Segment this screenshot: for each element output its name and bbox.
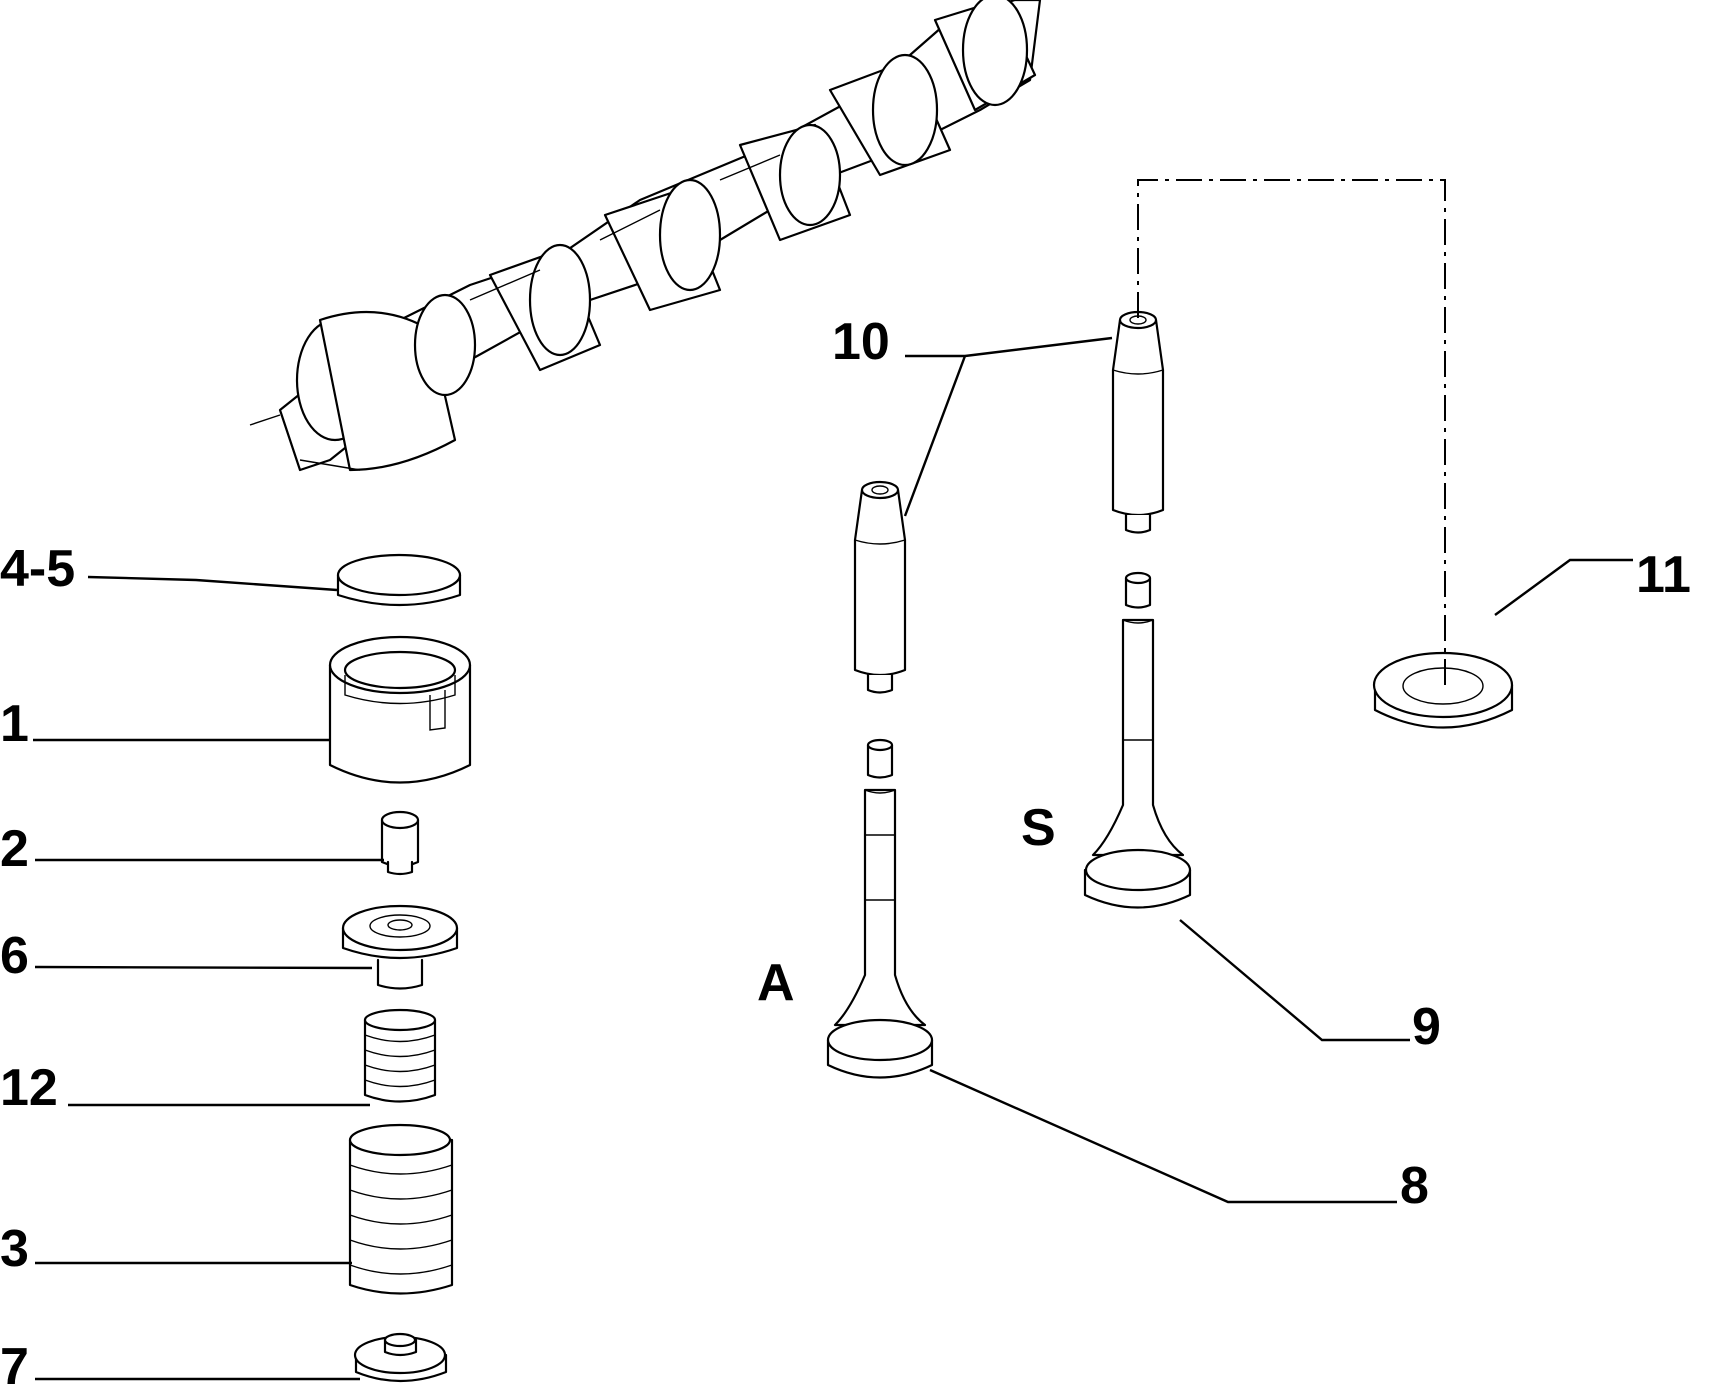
callout-8: 8: [1400, 1157, 1429, 1215]
callout-3: 3: [0, 1220, 29, 1278]
shim-disc: [336, 553, 462, 607]
callout-11: 11: [1636, 546, 1691, 604]
callout-1: 1: [0, 695, 29, 753]
callout-7: 7: [0, 1338, 29, 1396]
label-exhaust-valve: S: [1021, 799, 1056, 857]
leader-lines: [33, 336, 1633, 1381]
spring-retainer: [341, 904, 459, 990]
callout-12: 12: [0, 1059, 58, 1117]
lower-spring-seat: [353, 1332, 448, 1383]
valve-guide-left: [853, 480, 907, 694]
small-adjuster: [380, 810, 420, 876]
camshaft: [249, 0, 1042, 472]
callout-9: 9: [1412, 998, 1441, 1056]
tappet-bucket: [328, 635, 472, 784]
valve-seat-ring: [1372, 651, 1514, 729]
valve-guide-right: [1111, 310, 1165, 534]
callout-4-5: 4-5: [0, 540, 75, 598]
reference-line: [1137, 179, 1446, 685]
callout-10: 10: [832, 313, 890, 371]
intake-valve: [826, 738, 934, 1079]
outer-valve-spring: [348, 1123, 454, 1295]
label-intake-valve: A: [757, 954, 795, 1012]
exhaust-valve: [1083, 571, 1192, 909]
callout-2: 2: [0, 820, 29, 878]
callout-6: 6: [0, 927, 29, 985]
inner-valve-spring: [363, 1008, 437, 1103]
